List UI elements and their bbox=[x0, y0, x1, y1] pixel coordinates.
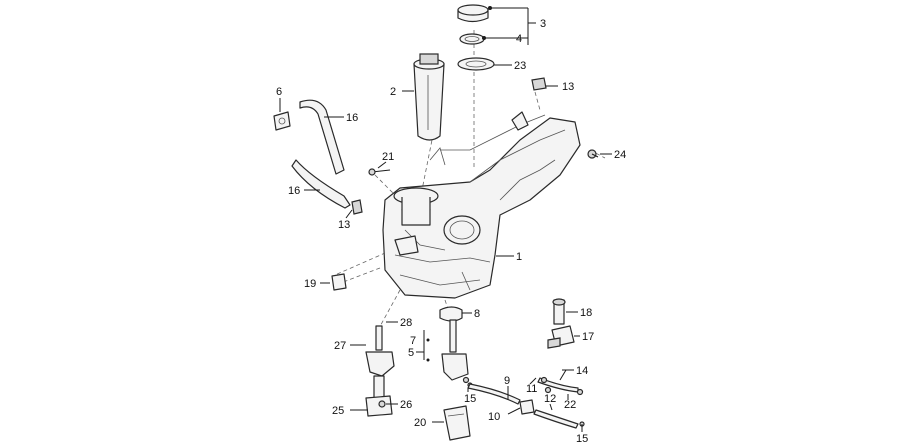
callout-13-left: 13 bbox=[338, 219, 350, 231]
bolt-24 bbox=[587, 149, 599, 159]
callout-16-top: 16 bbox=[346, 112, 358, 124]
fuel-tank bbox=[382, 111, 581, 299]
cap-gasket bbox=[459, 33, 485, 45]
callout-14: 14 bbox=[576, 365, 588, 377]
callout-10: 10 bbox=[488, 411, 500, 423]
callout-8: 8 bbox=[474, 308, 480, 320]
vacuum-lines bbox=[467, 376, 585, 429]
callout-16-left: 16 bbox=[288, 185, 300, 197]
bolt-18 bbox=[552, 298, 566, 325]
callout-11: 11 bbox=[526, 383, 537, 395]
callout-20: 20 bbox=[414, 417, 426, 429]
callout-2: 2 bbox=[390, 86, 396, 98]
fuel-filter bbox=[443, 405, 471, 441]
callout-13-top: 13 bbox=[562, 81, 574, 93]
callout-17: 17 bbox=[582, 331, 594, 343]
speed-nut bbox=[331, 273, 347, 291]
callout-6: 6 bbox=[276, 86, 282, 98]
screw-21 bbox=[368, 168, 391, 176]
fuel-cap bbox=[457, 4, 489, 23]
callout-21: 21 bbox=[382, 151, 394, 163]
callout-27: 27 bbox=[334, 340, 346, 352]
callout-26: 26 bbox=[400, 399, 412, 411]
callout-24: 24 bbox=[614, 149, 626, 161]
fuel-pump bbox=[413, 53, 445, 141]
leader-lines bbox=[279, 6, 612, 432]
callout-9: 9 bbox=[504, 375, 510, 387]
neck-washer bbox=[457, 57, 495, 71]
fuel-tap-right bbox=[439, 306, 473, 388]
callout-4: 4 bbox=[516, 33, 522, 45]
callout-1: 1 bbox=[516, 251, 522, 263]
clamp-bracket bbox=[547, 325, 575, 349]
callout-3: 3 bbox=[540, 18, 546, 30]
callout-numbers: 3 4 23 13 2 6 16 24 21 16 13 1 19 8 18 2… bbox=[276, 18, 626, 444]
fuel-tap-left bbox=[365, 325, 395, 417]
callout-23: 23 bbox=[514, 60, 526, 72]
hose-clamp bbox=[273, 111, 291, 131]
callout-22: 22 bbox=[564, 399, 576, 411]
breather-hoses bbox=[291, 99, 351, 209]
callout-15-bottom: 15 bbox=[576, 433, 588, 444]
callout-19: 19 bbox=[304, 278, 316, 290]
callout-12: 12 bbox=[544, 393, 556, 405]
callout-25: 25 bbox=[332, 405, 344, 417]
callout-5: 5 bbox=[408, 347, 414, 359]
callout-15-mid: 15 bbox=[464, 393, 476, 405]
callout-28: 28 bbox=[400, 317, 412, 329]
callout-7: 7 bbox=[410, 335, 416, 347]
hose-clip bbox=[351, 77, 547, 215]
callout-18: 18 bbox=[580, 307, 592, 319]
